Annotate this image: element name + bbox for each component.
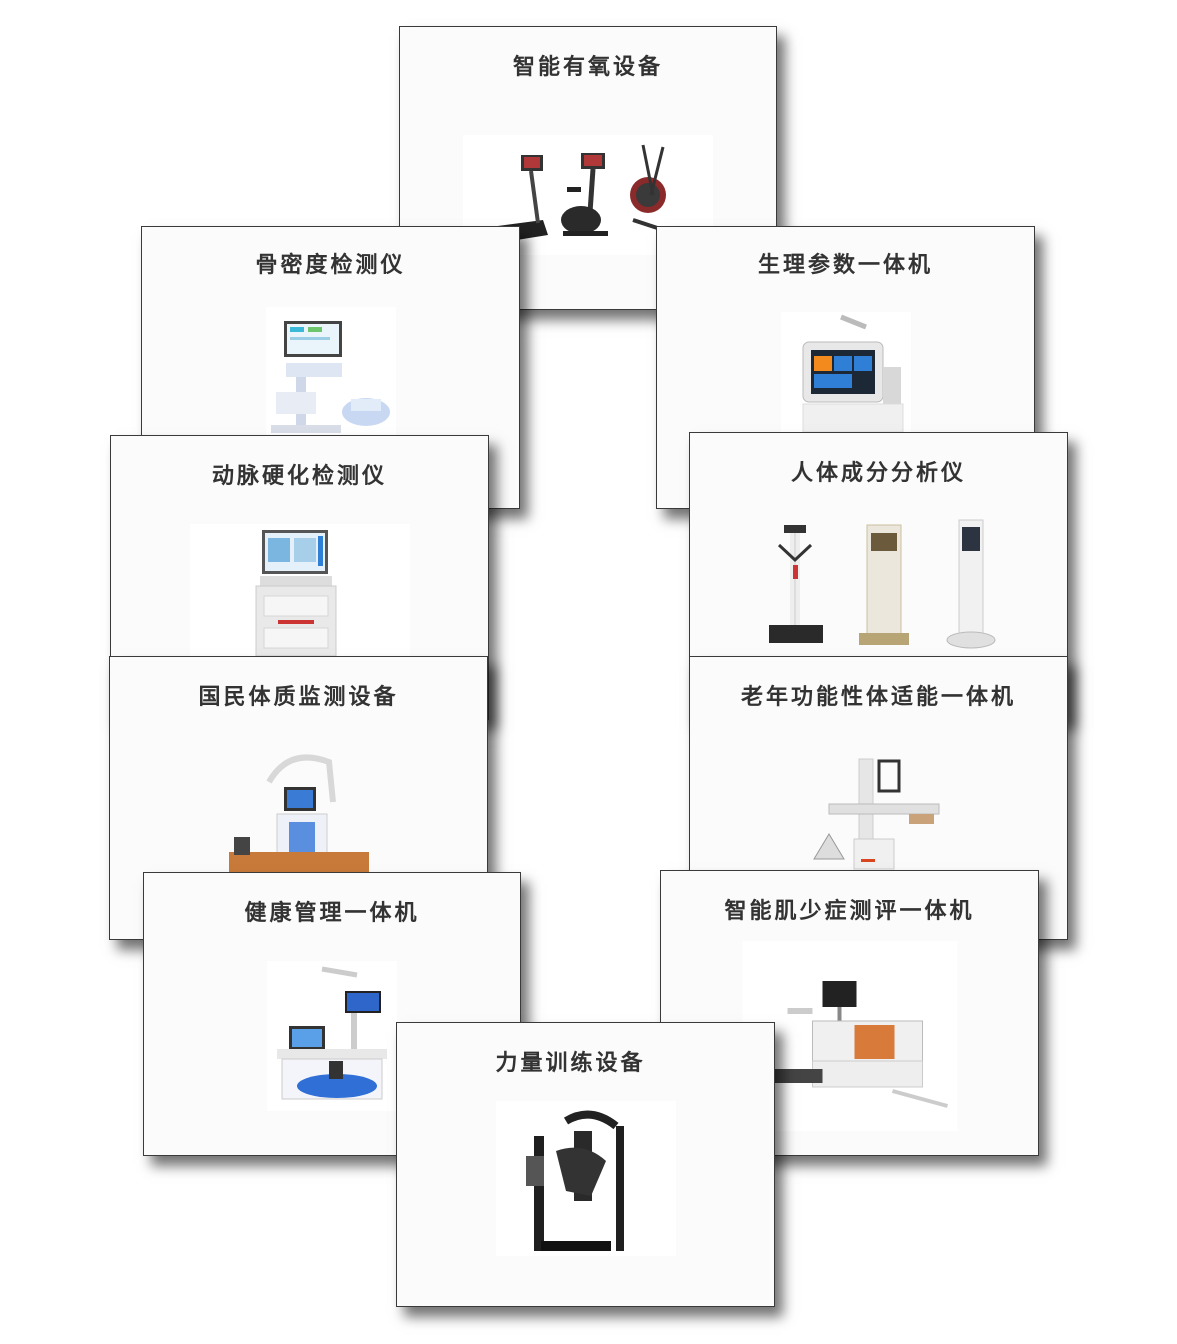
card-strength-training[interactable]: 力量训练设备 bbox=[396, 1022, 775, 1307]
card-title: 动脉硬化检测仪 bbox=[211, 464, 387, 489]
card-title: 智能有氧设备 bbox=[512, 55, 663, 80]
card-title: 生理参数一体机 bbox=[757, 253, 933, 278]
card-title: 骨密度检测仪 bbox=[255, 253, 406, 278]
body-composition-image bbox=[749, 515, 1009, 655]
card-title: 力量训练设备 bbox=[495, 1051, 646, 1076]
card-title: 国民体质监测设备 bbox=[198, 685, 399, 710]
arteriosclerosis-image bbox=[189, 524, 410, 664]
card-title: 智能肌少症测评一体机 bbox=[724, 899, 975, 924]
card-title: 人体成分分析仪 bbox=[790, 461, 966, 486]
physio-params-image bbox=[780, 312, 911, 437]
card-title: 健康管理一体机 bbox=[244, 901, 420, 926]
elderly-fitness-image bbox=[809, 749, 949, 874]
sarcopenia-image bbox=[742, 941, 957, 1131]
card-title: 老年功能性体适能一体机 bbox=[740, 685, 1016, 710]
health-management-image bbox=[267, 961, 397, 1111]
bone-density-image bbox=[265, 307, 396, 437]
fitness-monitoring-image bbox=[228, 742, 369, 872]
strength-training-image bbox=[495, 1101, 676, 1256]
